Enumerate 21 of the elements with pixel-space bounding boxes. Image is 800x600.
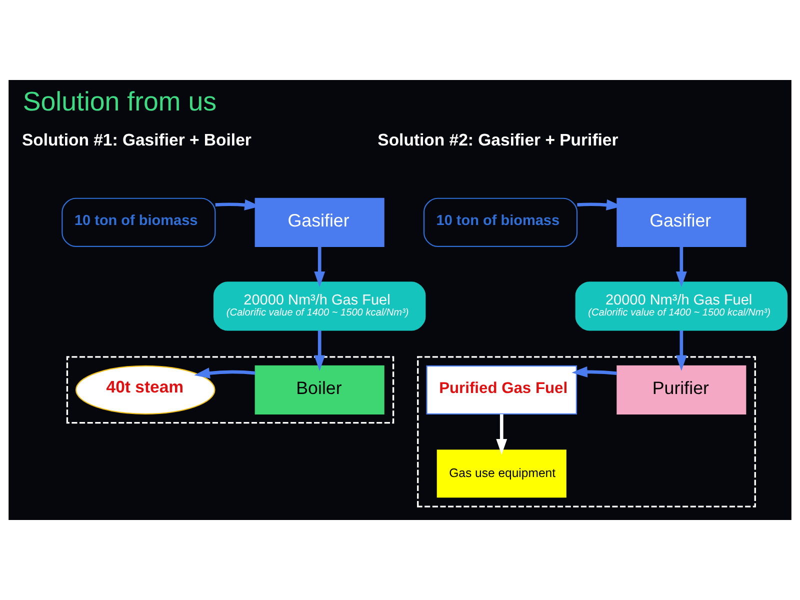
node-box: 10 ton of biomass xyxy=(62,198,216,247)
node-box: 10 ton of biomass xyxy=(423,198,578,247)
node-box: Gas use equipment xyxy=(436,450,566,498)
node-box: Boiler xyxy=(254,365,384,414)
node-box: 20000 Nm³/h Gas Fuel (Calorific value of 1400 ~ 1500 kcal/Nm³) xyxy=(575,282,788,331)
arrow xyxy=(676,330,687,371)
node-box: Gasifier xyxy=(616,198,746,247)
node-box: Purified Gas Fuel xyxy=(426,365,577,414)
arrow xyxy=(314,246,326,288)
arrow xyxy=(314,330,326,371)
node-box: Purifier xyxy=(616,365,746,414)
arrow xyxy=(496,414,508,455)
label: Solution #1: Gasifier + Boiler xyxy=(22,130,252,150)
arrow xyxy=(194,368,256,379)
node-ellipse: 40t steam xyxy=(75,365,216,414)
arrow xyxy=(572,366,618,378)
diagram-title: Solution from us xyxy=(22,86,217,116)
label: Solution #2: Gasifier + Purifier xyxy=(378,130,618,150)
arrow xyxy=(676,246,687,288)
node-box: 20000 Nm³/h Gas Fuel (Calorific value of 1400 ~ 1500 kcal/Nm³) xyxy=(214,282,426,331)
node-box: Gasifier xyxy=(254,198,384,247)
